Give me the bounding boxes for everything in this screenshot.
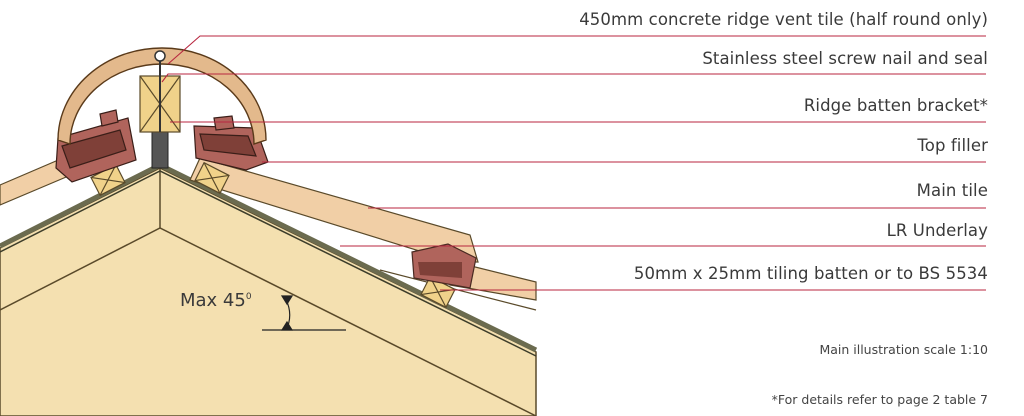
label-main-tile: Main tile [916,181,988,200]
label-screw-nail: Stainless steel screw nail and seal [702,49,988,68]
leader-lines [161,35,986,291]
top-filler [55,109,269,183]
label-underlay: LR Underlay [886,221,988,240]
label-tiling-batten: 50mm x 25mm tiling batten or to BS 5534 [633,264,988,283]
angle-degree: 0 [245,292,252,302]
angle-indicator [262,295,346,331]
angle-label: Max 450 [180,290,252,311]
label-ridge-batten-bracket: Ridge batten bracket* [803,96,988,115]
ridge-vent-tile [57,47,267,145]
lower-tile [411,243,477,289]
tiling-battens [90,161,456,309]
footnote: *For details refer to page 2 table 7 [771,392,988,407]
screw-nail [154,50,166,132]
label-ridge-vent-tile: 450mm concrete ridge vent tile (half rou… [579,10,988,29]
scale-note: Main illustration scale 1:10 [819,342,988,357]
angle-text: Max 45 [180,290,246,311]
label-top-filler: Top filler [917,136,988,155]
